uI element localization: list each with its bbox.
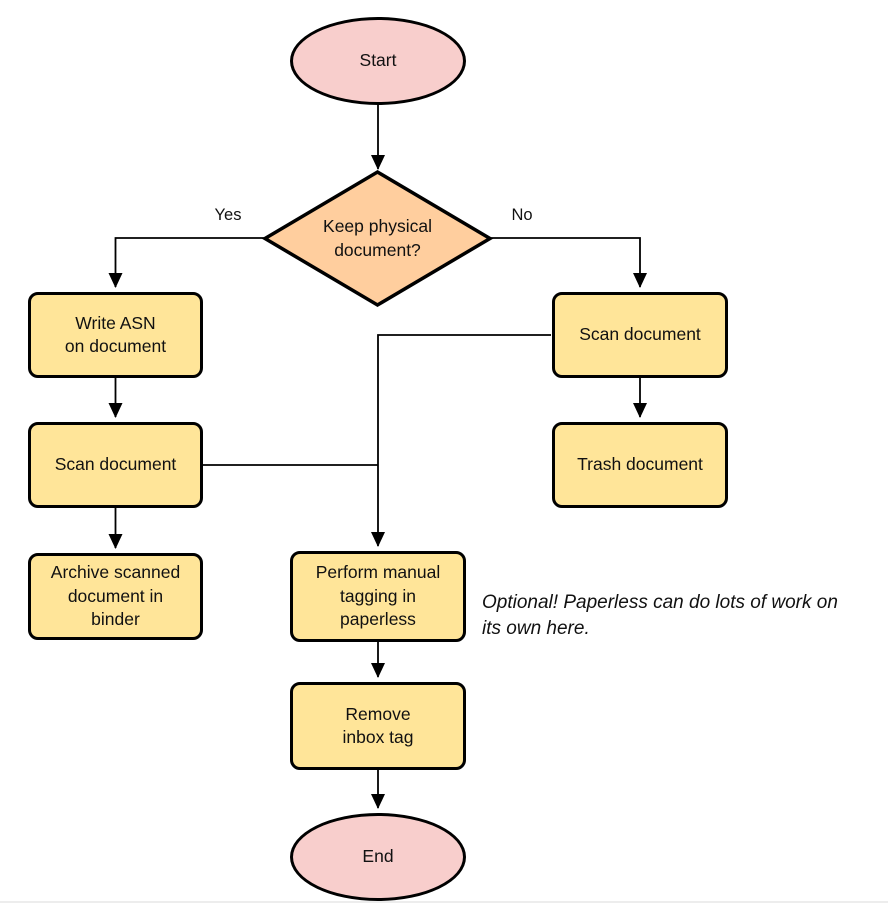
end-node: End <box>290 813 466 901</box>
process-scan-document-left: Scan document <box>28 422 203 508</box>
scan-left-label: Scan document <box>54 454 177 475</box>
decision-shape <box>261 169 494 308</box>
process-write-asn: Write ASN on document <box>28 292 203 378</box>
process-trash-document: Trash document <box>552 422 728 508</box>
annotation-note: Optional! Paperless can do lots of work … <box>482 592 838 639</box>
tagging-label: Perform manual tagging in paperless <box>315 562 441 630</box>
start-node: Start <box>290 17 466 105</box>
trash-label: Trash document <box>577 454 703 475</box>
archive-label: Archive scanned document in binder <box>50 562 181 630</box>
process-remove-inbox-tag: Remove inbox tag <box>290 682 466 770</box>
write-asn-label: Write ASN on document <box>64 312 167 356</box>
edge-scan-right-to-tagging <box>371 334 551 547</box>
end-label: End <box>362 846 394 867</box>
edge-label-yes: Yes <box>214 205 242 224</box>
bottom-divider <box>0 901 888 903</box>
scan-right-label: Scan document <box>579 324 701 345</box>
start-label: Start <box>359 50 397 71</box>
decision-label: Keep physical document? <box>323 216 432 260</box>
decision-node: Keep physical document? <box>265 172 490 305</box>
edge-decision-no-to-scan-right <box>490 237 647 288</box>
edge-decision-yes-to-write-asn <box>108 237 265 288</box>
process-archive-binder: Archive scanned document in binder <box>28 553 203 640</box>
process-scan-document-right: Scan document <box>552 292 728 378</box>
process-manual-tagging: Perform manual tagging in paperless <box>290 551 466 642</box>
edge-label-no: No <box>511 205 533 224</box>
remove-inbox-label: Remove inbox tag <box>342 703 414 747</box>
